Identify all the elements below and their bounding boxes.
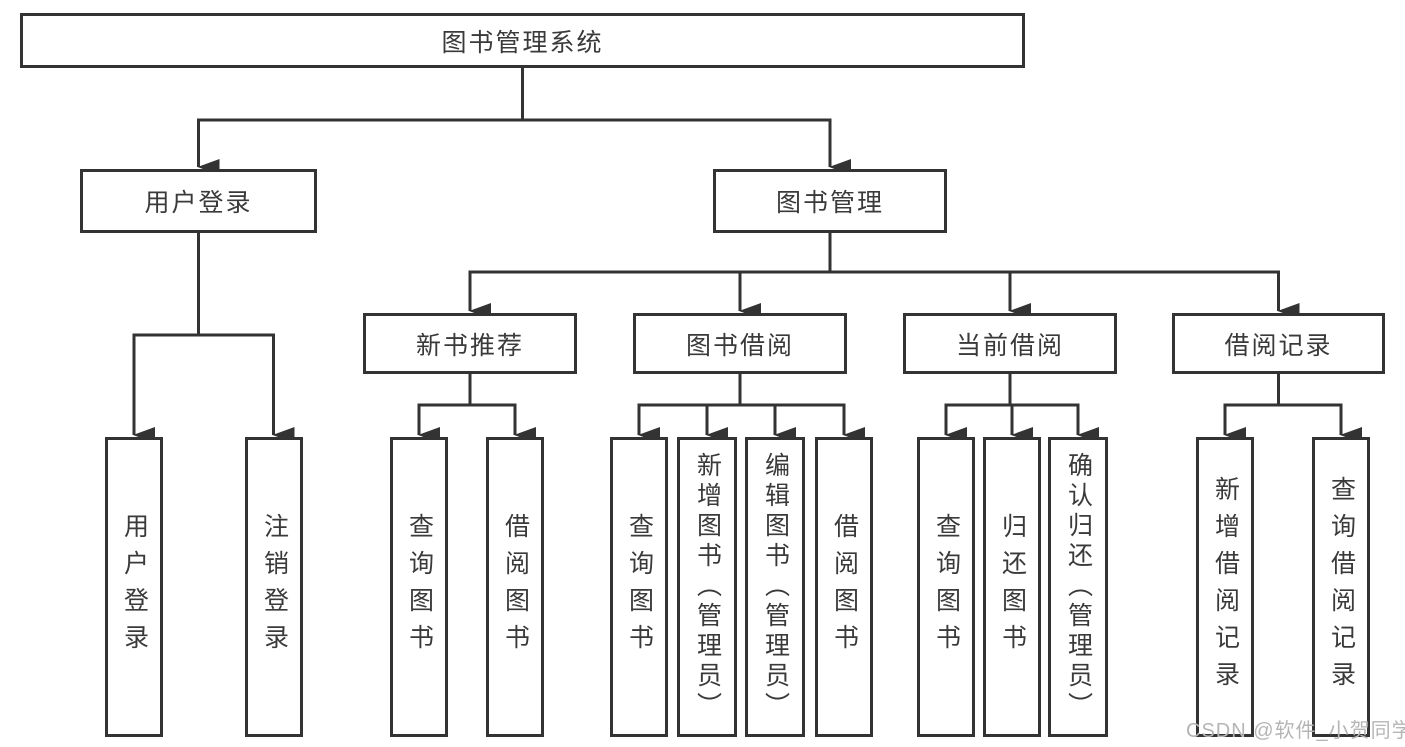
node-borrow-record: 借阅记录 (1172, 313, 1385, 374)
node-label: 归还图书 (998, 513, 1027, 661)
node-label: 编辑图书（管理员） (761, 452, 790, 722)
node-label: 借阅记录 (1224, 331, 1333, 360)
node-label: 用户登录 (120, 513, 149, 661)
node-label: 新书推荐 (415, 331, 524, 360)
node-new-book-recommend: 新书推荐 (363, 313, 577, 374)
watermark: CSDN @软件_小贺同学 (1186, 720, 1405, 742)
node-label: 当前借阅 (955, 331, 1064, 360)
node-label: 图书借阅 (685, 331, 794, 360)
node-leaf-confirm-return-admin: 确认归还（管理员） (1048, 437, 1108, 737)
node-book-borrow: 图书借阅 (633, 313, 847, 374)
node-leaf-edit-book-admin: 编辑图书（管理员） (745, 437, 805, 737)
node-label: 确认归还（管理员） (1064, 452, 1093, 722)
node-book-management: 图书管理 (713, 169, 947, 233)
node-label: 查询借阅记录 (1327, 476, 1356, 698)
node-leaf-query-borrow-record: 查询借阅记录 (1312, 437, 1370, 737)
node-leaf-query-book: 查询图书 (917, 437, 975, 737)
node-label: 查询图书 (932, 513, 961, 661)
node-leaf-borrow-book: 借阅图书 (815, 437, 873, 737)
node-label: 借阅图书 (830, 513, 859, 661)
node-current-borrow: 当前借阅 (903, 313, 1117, 374)
node-leaf-query-book: 查询图书 (390, 437, 448, 737)
node-label: 新增借阅记录 (1211, 476, 1240, 698)
node-leaf-query-book: 查询图书 (610, 437, 668, 737)
node-leaf-return-book: 归还图书 (983, 437, 1041, 737)
node-leaf-add-borrow-record: 新增借阅记录 (1196, 437, 1254, 737)
node-label: 查询图书 (405, 513, 434, 661)
node-leaf-add-book-admin: 新增图书（管理员） (677, 437, 737, 737)
node-label: 图书管理 (775, 189, 884, 217)
node-root-system: 图书管理系统 (20, 13, 1025, 68)
node-label: 查询图书 (625, 513, 654, 661)
node-leaf-user-login: 用户登录 (105, 437, 163, 737)
node-leaf-borrow-book: 借阅图书 (486, 437, 544, 737)
node-user-login: 用户登录 (80, 169, 317, 233)
node-label: 借阅图书 (501, 513, 530, 661)
node-label: 用户登录 (144, 189, 253, 217)
node-leaf-logout: 注销登录 (245, 437, 303, 737)
node-label: 注销登录 (260, 513, 289, 661)
node-label: 图书管理系统 (441, 28, 604, 57)
node-label: 新增图书（管理员） (693, 452, 722, 722)
